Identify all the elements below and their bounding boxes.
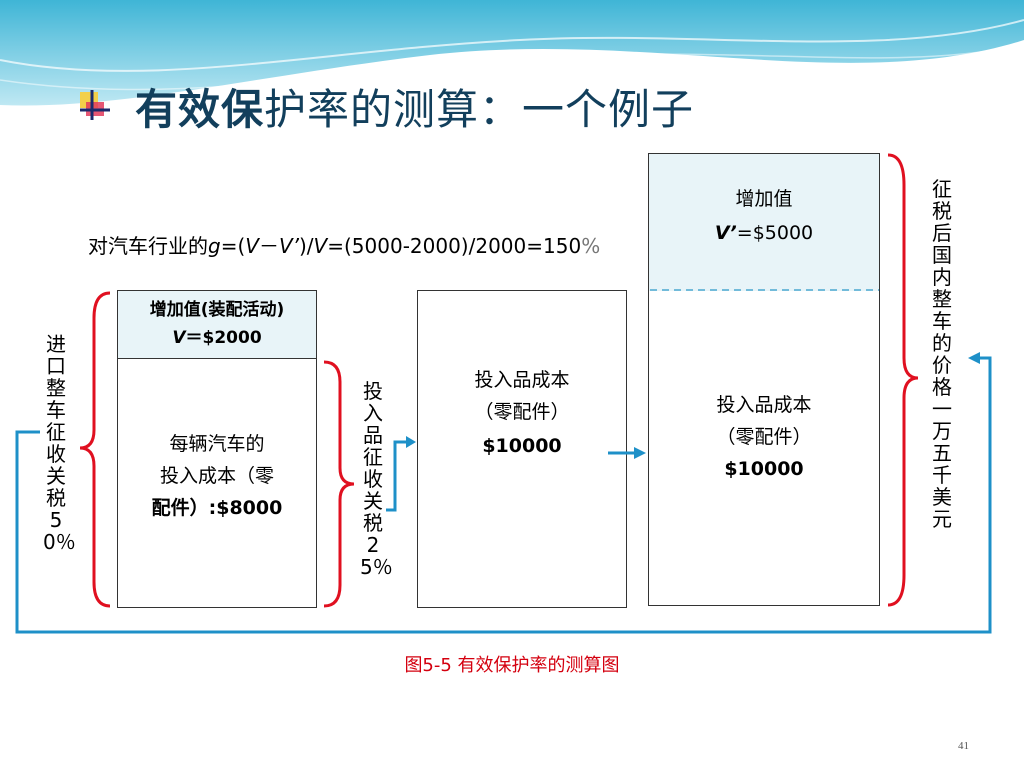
parts-input-line1: 投入品成本 — [474, 369, 570, 391]
formula-tail: =(5000-2000)/2000=150 — [327, 234, 582, 258]
title-bullet-icon — [80, 90, 110, 120]
imported-v-value: ＝$2000 — [185, 328, 262, 348]
imported-input-cost-line3: 配件）:$8000 — [151, 497, 283, 519]
formula-v2: V — [313, 234, 328, 258]
imported-input-cost-line2: 投入成本（零 — [159, 465, 274, 487]
domestic-vprime-value: =$5000 — [736, 222, 814, 244]
formula-v: V — [245, 234, 259, 258]
parts-input-line2: （零配件） — [474, 401, 570, 423]
formula-minus: － — [258, 234, 279, 258]
import-right-brace — [323, 360, 355, 608]
effective-protection-formula: 对汽车行业的g=(V－V’)/V=(5000-2000)/2000=150% — [88, 230, 600, 259]
domestic-car-value-added: 增加值 V’=$5000 — [649, 154, 879, 291]
slide-title-rest: 护率的测算：一个例子 — [264, 85, 695, 134]
import-car-tariff-label: 进口整车征收关税50％ — [43, 332, 76, 554]
domestic-right-brace — [887, 153, 919, 607]
domestic-input-line2: （零配件） — [716, 426, 812, 448]
formula-close: )/ — [299, 234, 314, 258]
formula-percent: % — [581, 234, 601, 258]
formula-vprime: V’ — [278, 234, 299, 258]
domestic-value-added-label: 增加值 — [735, 188, 793, 210]
page-number: 41 — [958, 740, 969, 752]
slide-title: 有效保护率的测算：一个例子 — [135, 76, 694, 137]
imported-input-cost-line1: 每辆汽车的 — [169, 433, 265, 455]
formula-eq: =( — [220, 234, 246, 258]
slide-title-bold: 有效保 — [135, 85, 265, 134]
parts-input-box: 投入品成本 （零配件） $10000 — [417, 290, 627, 608]
parts-tariff-label: 投入品征收关税25％ — [360, 379, 393, 579]
formula-g: g — [208, 234, 221, 258]
parts-tariff-arrow-head — [406, 436, 416, 448]
imported-value-added-label: 增加值(装配活动) — [149, 300, 285, 320]
parts-to-domestic-arrow-head — [634, 447, 646, 459]
parts-input-line3: $10000 — [482, 435, 562, 457]
imported-v-symbol: V — [172, 328, 186, 348]
formula-prefix: 对汽车行业的 — [88, 234, 208, 258]
domestic-value-added-amount: V’=$5000 — [649, 218, 879, 249]
domestic-car-box: 增加值 V’=$5000 投入品成本 （零配件） $10000 — [648, 153, 880, 606]
parts-tariff-arrow — [386, 440, 408, 512]
price-comparison-loop-arrow-head — [968, 352, 980, 364]
import-left-brace — [79, 291, 111, 608]
imported-value-added-amount: V＝$2000 — [118, 325, 316, 351]
header-wave-decoration — [0, 0, 1024, 106]
domestic-price-label: 征税后国内整车的价格一万五千美元 — [932, 177, 952, 531]
imported-car-value-added: 增加值(装配活动) V＝$2000 — [118, 291, 316, 359]
domestic-vprime-symbol: V’ — [714, 222, 737, 244]
figure-caption: 图5-5 有效保护率的测算图 — [404, 655, 620, 676]
domestic-input-line1: 投入品成本 — [716, 394, 812, 416]
domestic-input-line3: $10000 — [724, 458, 804, 480]
imported-car-box: 增加值(装配活动) V＝$2000 每辆汽车的 投入成本（零 配件）:$8000 — [117, 290, 317, 608]
